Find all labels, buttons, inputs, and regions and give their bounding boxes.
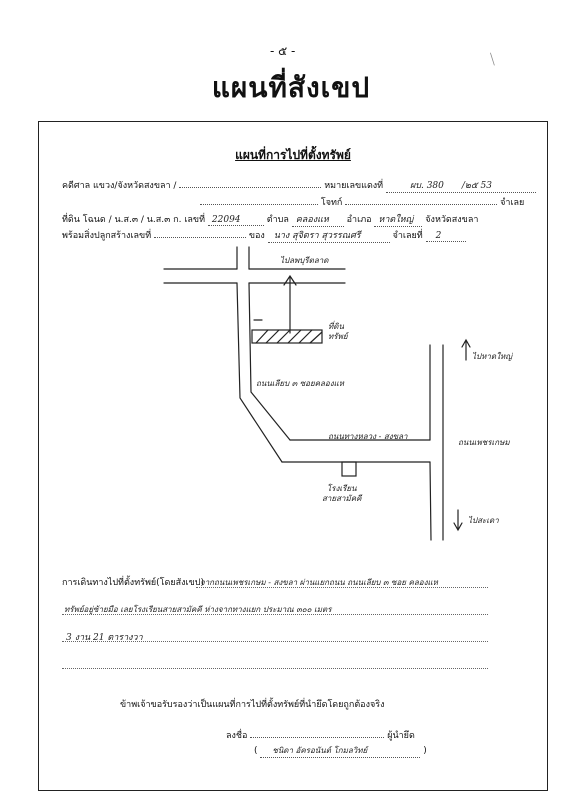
soi-road-right-edge	[248, 246, 291, 441]
court-blank	[179, 187, 322, 188]
page-number: - ๕ -	[270, 44, 296, 58]
directions-line-3-rule	[62, 641, 488, 642]
deed-field: 22094	[207, 215, 264, 226]
open-paren: (	[254, 746, 258, 756]
map-subtitle: แผนที่การไปที่ตั้งทรัพย์	[235, 148, 351, 162]
name-row: ( ชนิดา อัครอนันต์ โกมลวิทย์ )	[254, 744, 427, 758]
subdistrict-field: คลองแห	[291, 212, 344, 227]
defendant-blank	[345, 204, 498, 205]
document-frame	[38, 121, 548, 791]
property-label: ที่ดิน ทรัพย์	[328, 322, 348, 342]
directions-line-1: จากถนนเพชรเกษม - สงขลา ผ่านแยกถนน ถนนเลี…	[200, 578, 438, 587]
directions-line-1-rule	[196, 587, 488, 588]
subdistrict-value: คลองแห	[295, 215, 329, 225]
subdistrict-label: ตำบล	[266, 215, 289, 225]
landmark-label-line1: โรงเรียน	[326, 484, 357, 493]
landmark-label-line2: สายสามัคคี	[322, 494, 362, 503]
sign-row: ลงชื่อ ผู้นำยึด	[226, 728, 415, 742]
directions-line-3: 3 งาน 21 ตารางวา	[66, 633, 143, 643]
court-label: คดีศาล แขวง/จังหวัดสงขลา /	[62, 181, 177, 191]
deed-value: 22094	[211, 215, 241, 225]
defendant-no-label: จำเลยที่	[392, 231, 423, 241]
up-arrow	[461, 338, 471, 361]
directions-line-4-rule	[62, 668, 488, 669]
soi-road-left-edge	[236, 246, 283, 463]
main-road-label: ถนนเพชรเกษม	[458, 438, 510, 447]
owner-label: ของ	[248, 231, 265, 241]
north-arrow	[283, 274, 297, 334]
building-blank	[154, 237, 246, 238]
scan-mark: ⧹	[490, 52, 495, 68]
form-row-land: ที่ดิน โฉนด / น.ส.๓ / น.ส.๓ ก. เลขที่ 22…	[62, 212, 478, 227]
landmark-label: โรงเรียน สายสามัคคี	[322, 484, 361, 504]
role-label: ผู้นำยึด	[387, 731, 415, 741]
black-case-value: ผบ. 380	[410, 181, 444, 191]
property-hatch	[255, 329, 323, 344]
defendant-no-value: 2	[435, 231, 442, 241]
name-field: ชนิดา อัครอนันต์ โกมลวิทย์	[260, 744, 421, 758]
main-road-left-edge	[429, 344, 432, 541]
north-road-label: ไปลพบุรีตลาด	[280, 256, 329, 265]
right-top-label: ไปหาดใหญ่	[472, 352, 513, 361]
case-year-value: /๒๕ 53	[461, 181, 492, 191]
district-field: หาดใหญ่	[374, 212, 423, 227]
property-label-line2: ทรัพย์	[328, 332, 348, 341]
land-label: ที่ดิน โฉนด / น.ส.๓ / น.ส.๓ ก. เลขที่	[62, 215, 206, 225]
plaintiff-label: โจทก์	[320, 198, 343, 208]
defendant-label: จำเลย	[500, 198, 525, 208]
form-row-building: พร้อมสิ่งปลูกสร้างเลขที่ ของ นาง สุจิตรา…	[62, 228, 466, 243]
district-label: อำเภอ	[346, 215, 372, 225]
right-bottom-label: ไปสะเดา	[468, 516, 499, 525]
property-label-line1: ที่ดิน	[328, 322, 344, 331]
signer-name: ชนิดา อัครอนันต์ โกมลวิทย์	[272, 746, 368, 755]
province-label: จังหวัดสงขลา	[425, 215, 479, 225]
certify-text: ข้าพเจ้าขอรับรองว่าเป็นแผนที่การไปที่ตั้…	[120, 700, 385, 710]
owner-field: นาง สุจิตรา สุวรรณศรี	[267, 228, 390, 243]
page-title: แผนที่สังเขป	[211, 71, 371, 104]
district-value: หาดใหญ่	[378, 215, 414, 225]
defendant-no-field: 2	[425, 231, 466, 242]
side-road-label: ถนนทางหลวง - สงขลา	[328, 432, 408, 441]
plaintiff-blank	[200, 204, 318, 205]
signature-field	[250, 737, 385, 738]
building-label: พร้อมสิ่งปลูกสร้างเลขที่	[62, 231, 152, 241]
owner-value: นาง สุจิตรา สุวรรณศรี	[273, 231, 361, 241]
black-case-field: ผบ. 380/๒๕ 53	[386, 178, 536, 193]
form-row-court: คดีศาล แขวง/จังหวัดสงขลา / หมายเลขแดงที่…	[62, 178, 536, 193]
directions-line-2: ทรัพย์อยู่ซ้ายมือ เลยโรงเรียนสายสามัคคี …	[64, 605, 332, 614]
soi-label: ถนนเลียบ ๓ ซอยคลองแห	[256, 379, 345, 388]
directions-line-2-rule	[62, 614, 488, 615]
property-parcel	[251, 329, 323, 344]
directions-label: การเดินทางไปที่ตั้งทรัพย์(โดยสังเขป)	[62, 578, 204, 588]
sign-label: ลงชื่อ	[226, 731, 248, 741]
form-row-parties: โจทก์ จำเลย	[200, 195, 524, 209]
landmark-box	[341, 461, 357, 477]
black-case-label: หมายเลขแดงที่	[324, 181, 384, 191]
down-arrow	[453, 509, 463, 532]
close-paren: )	[423, 746, 427, 756]
